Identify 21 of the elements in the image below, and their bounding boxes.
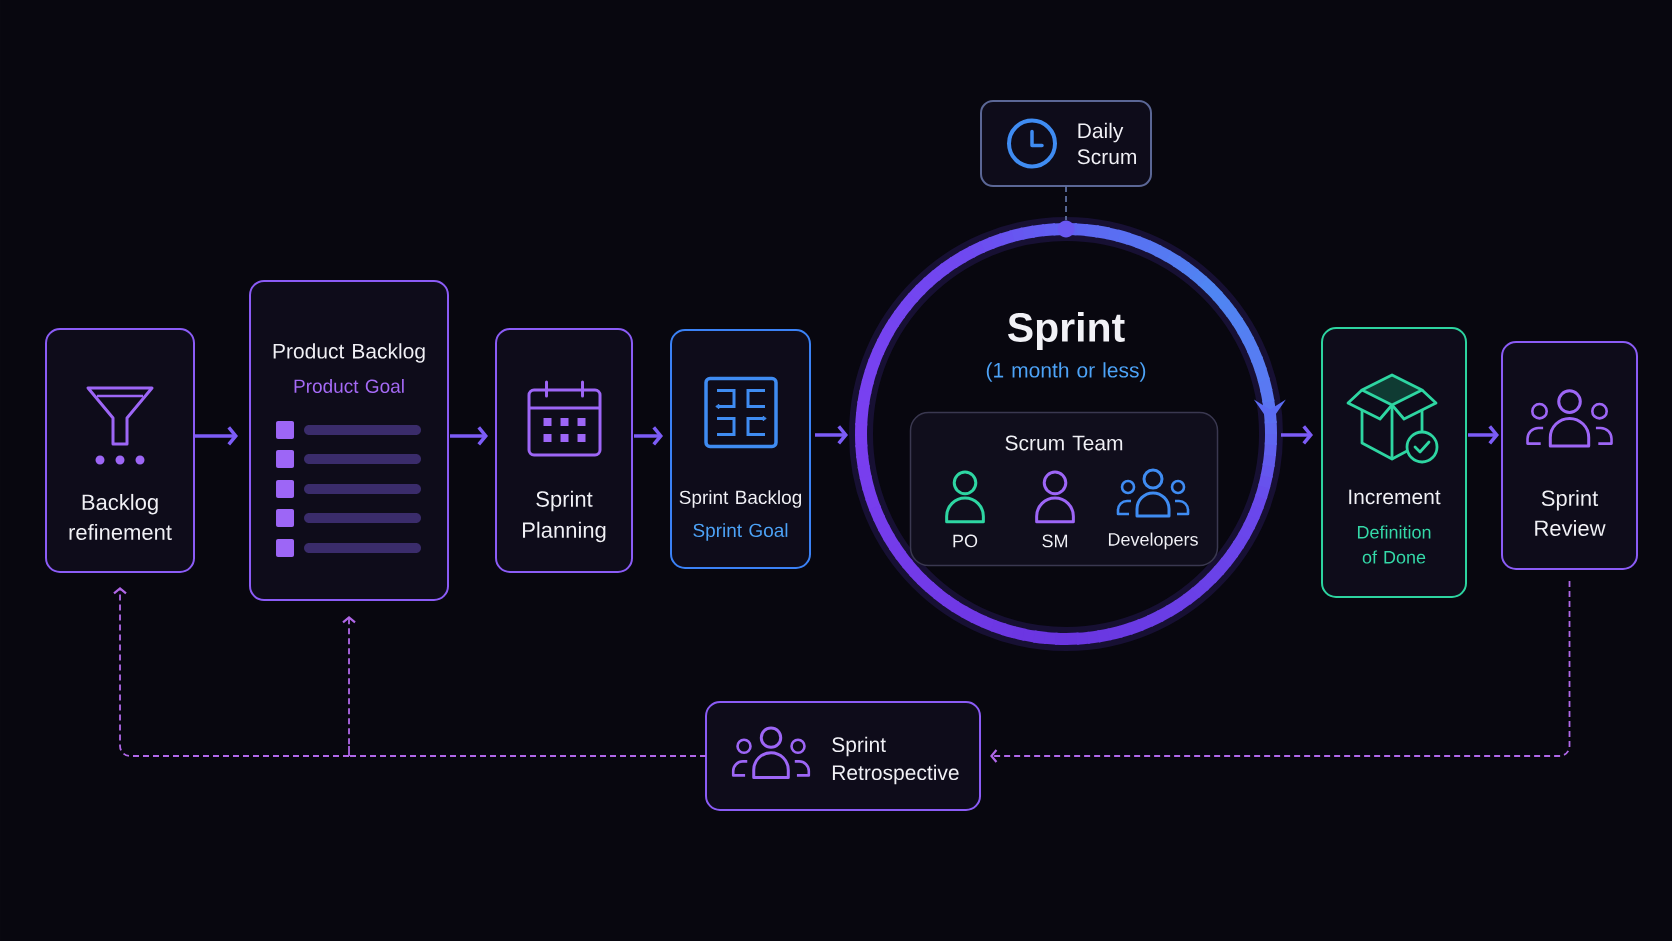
process-box: Sprint Planning [495, 328, 633, 573]
arrow [634, 426, 663, 446]
role-label: PO [953, 534, 978, 548]
process-box: Sprint Backlog Sprint Goal [670, 329, 811, 569]
process-box: Daily Scrum [980, 100, 1152, 187]
connector-line [1065, 185, 1067, 221]
arrow [195, 426, 238, 446]
process-box: Sprint Retrospective [705, 701, 981, 811]
process-box: Backlog refinement [45, 328, 195, 573]
process-box: Sprint Review [1501, 341, 1638, 570]
dashed-arrow [990, 580, 1571, 763]
arrow [815, 425, 848, 445]
arrow [450, 426, 488, 446]
role-label: Developers [1108, 532, 1198, 550]
arrow [1281, 425, 1313, 445]
arrow [1468, 425, 1499, 445]
process-box: Increment Definition of Done [1321, 327, 1467, 598]
dashed-arrow [342, 616, 356, 757]
role-label: SM [1042, 534, 1068, 548]
dashed-line [348, 755, 707, 757]
dashed-arrow [113, 586, 350, 757]
